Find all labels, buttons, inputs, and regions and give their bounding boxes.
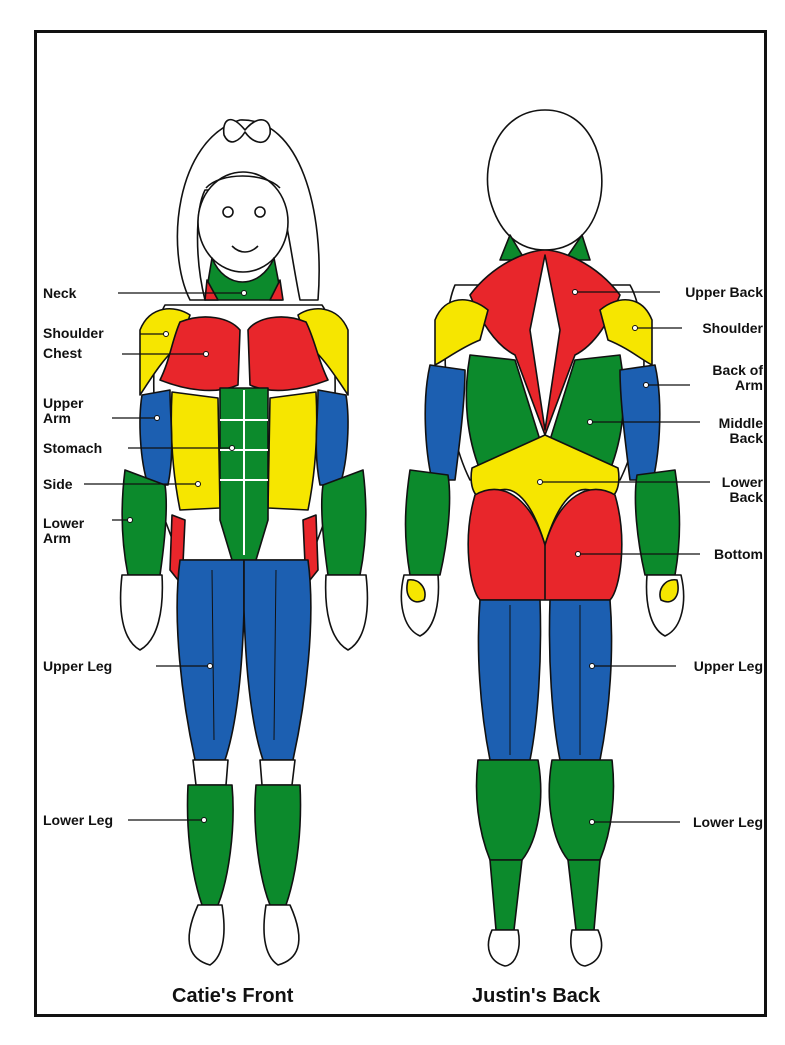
front-side-right: [268, 392, 317, 510]
back-lower-leg-right: [549, 760, 613, 860]
caption-front: Catie's Front: [172, 985, 293, 1008]
back-upper-arm-left: [425, 365, 465, 480]
label-bottom: Bottom: [690, 547, 763, 562]
back-foot-left: [488, 930, 519, 966]
front-lower-arm-right: [322, 470, 366, 575]
label-back-of-arm: Back of Arm: [690, 363, 763, 393]
label-lower-back: Lower Back: [690, 475, 763, 505]
label-side: Side: [43, 477, 73, 492]
label-neck: Neck: [43, 286, 76, 301]
caption-back: Justin's Back: [472, 985, 600, 1008]
label-front-shoulder: Shoulder: [43, 326, 104, 341]
front-lower-leg-left: [188, 785, 234, 905]
back-head: [487, 110, 601, 250]
front-foot-left: [189, 905, 224, 965]
back-upper-leg-left: [478, 600, 540, 760]
front-hand-left: [121, 575, 163, 650]
label-back-lower-leg: Lower Leg: [670, 815, 763, 830]
label-upper-back: Upper Back: [660, 285, 763, 300]
front-upper-arm-left: [140, 390, 172, 485]
back-lower-leg-left: [477, 760, 541, 860]
label-middle-back: Middle Back: [690, 416, 763, 446]
back-foot-right: [571, 930, 602, 966]
front-figure: [121, 120, 368, 965]
front-upper-leg-right: [244, 560, 311, 760]
label-chest: Chest: [43, 346, 82, 361]
back-lower-arm-right: [635, 470, 679, 575]
front-upper-leg-left: [177, 560, 244, 760]
label-lower-arm: Lower Arm: [43, 516, 84, 546]
front-lower-leg-right: [255, 785, 301, 905]
front-hand-right: [326, 575, 368, 650]
label-back-shoulder: Shoulder: [680, 321, 763, 336]
label-upper-arm: Upper Arm: [43, 396, 83, 426]
back-figure: [401, 110, 683, 966]
front-side-left: [171, 392, 220, 510]
back-lower-arm-left: [406, 470, 450, 575]
front-foot-right: [264, 905, 299, 965]
label-stomach: Stomach: [43, 441, 102, 456]
back-upper-leg-right: [549, 600, 611, 760]
front-upper-arm-right: [316, 390, 348, 485]
label-back-upper-leg: Upper Leg: [670, 659, 763, 674]
label-front-lower-leg: Lower Leg: [43, 813, 113, 828]
front-face: [198, 172, 288, 272]
label-front-upper-leg: Upper Leg: [43, 659, 112, 674]
